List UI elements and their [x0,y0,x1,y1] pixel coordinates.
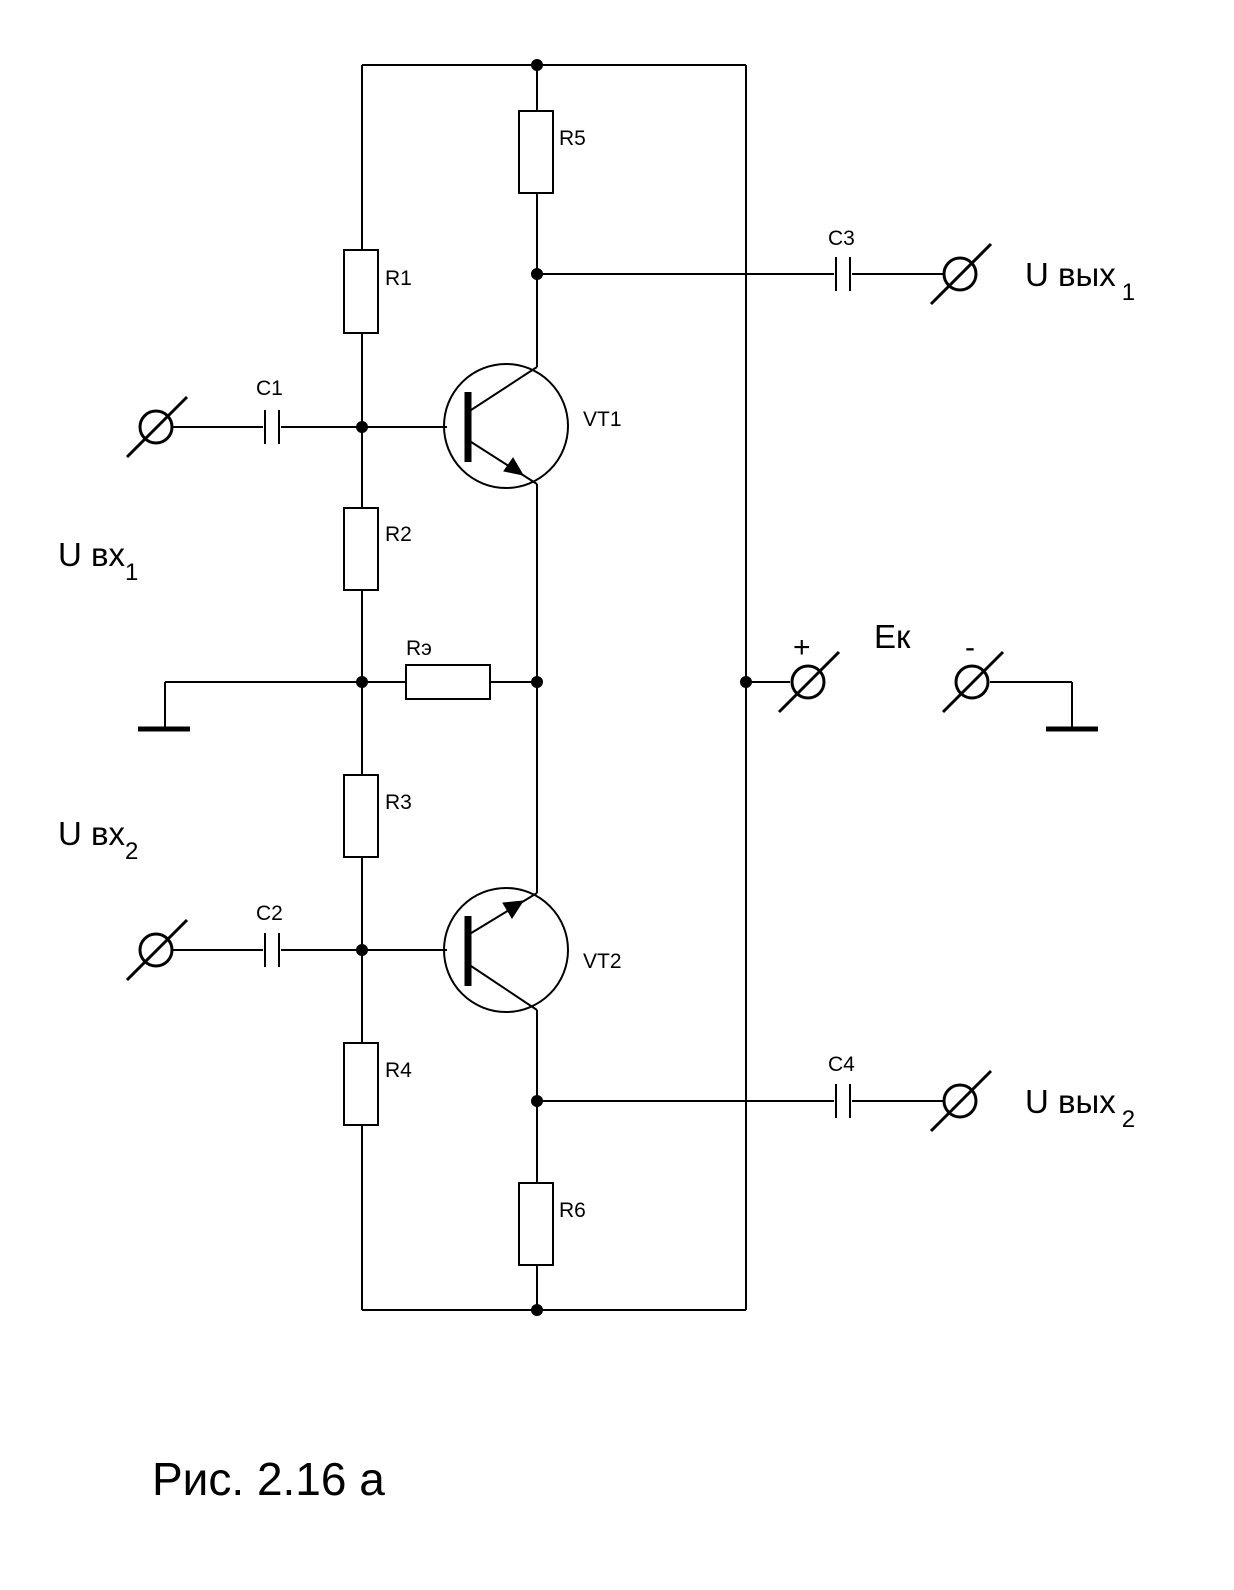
label-r4: R4 [385,1059,412,1082]
junction-dots [356,59,752,1316]
label-re: Rэ [406,637,432,660]
terminal-input-2 [125,918,189,982]
label-vt2: VT2 [583,950,622,973]
resistor-r3 [343,774,379,858]
label-supply: Ек [874,618,911,655]
resistor-r2 [343,507,379,591]
label-c4: C4 [828,1053,855,1076]
label-c2: C2 [256,902,283,925]
terminal-input-1 [125,395,189,459]
label-plus: + [793,631,811,664]
resistor-r4 [343,1042,379,1126]
label-r3: R3 [385,791,412,814]
resistor-r1 [343,249,379,334]
label-c3: C3 [828,227,855,250]
label-minus: - [965,631,975,664]
capacitor-c3 [835,257,851,291]
label-c1: C1 [256,377,283,400]
resistor-re [405,664,491,700]
transistor-vt1 [443,363,569,489]
figure-caption: Рис. 2.16 а [152,1453,385,1505]
wiring [164,64,1073,1311]
resistor-r6 [518,1182,554,1266]
terminal-supply-minus [941,650,1005,714]
label-r6: R6 [559,1199,586,1222]
label-r1: R1 [385,267,412,290]
label-input-1: U вх1 [58,536,138,586]
terminal-output-2 [929,1069,993,1133]
label-input-2: U вх2 [58,815,138,865]
label-r5: R5 [559,127,586,150]
terminal-output-1 [929,242,993,306]
transistor-vt2 [443,887,569,1013]
capacitor-c2 [264,933,280,967]
resistor-r5 [518,110,554,194]
label-vt1: VT1 [583,408,622,431]
capacitor-c1 [264,410,280,444]
terminal-supply-plus [777,650,841,714]
label-r2: R2 [385,523,412,546]
capacitor-c4 [835,1084,851,1118]
